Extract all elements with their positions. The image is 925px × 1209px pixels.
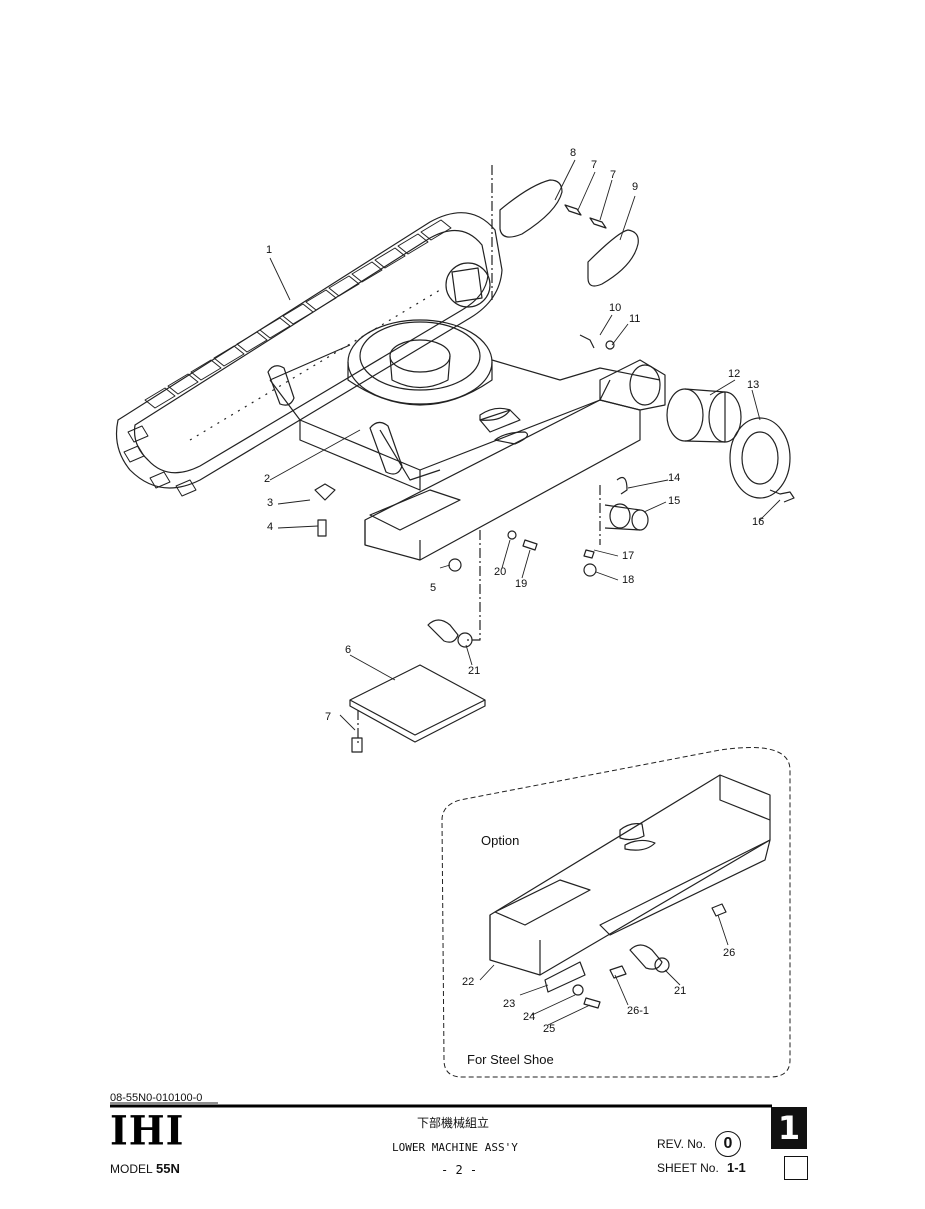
option-title: Option xyxy=(481,833,520,848)
track-covers xyxy=(491,165,639,300)
ihi-logo: IHI xyxy=(110,1106,185,1155)
callout-22: 22 xyxy=(462,976,475,988)
rev-label: REV. No. xyxy=(657,1137,706,1151)
callout-5: 5 xyxy=(430,582,437,594)
sheet-label: SHEET No. xyxy=(657,1161,719,1175)
callout-3: 3 xyxy=(267,497,274,509)
callout-23: 23 xyxy=(503,998,516,1010)
callout-15: 15 xyxy=(668,495,681,507)
under-cover-plate xyxy=(349,664,486,753)
callout-26-1: 26-1 xyxy=(627,1005,650,1017)
callout-14: 14 xyxy=(668,472,681,484)
callout-8: 8 xyxy=(570,147,577,159)
callout-26: 26 xyxy=(723,947,736,959)
callout-18: 18 xyxy=(622,574,635,586)
callout-6: 6 xyxy=(345,644,352,656)
model-value: 55N xyxy=(156,1161,180,1176)
page-number: - 2 - xyxy=(441,1163,478,1177)
drawing-number: 08-55N0-010100-0 xyxy=(110,1092,203,1104)
callout-10: 10 xyxy=(609,302,622,314)
callout-21: 21 xyxy=(468,665,481,677)
callout-19: 19 xyxy=(515,578,528,590)
callout-24: 24 xyxy=(523,1011,536,1023)
callout-21-option: 21 xyxy=(674,985,687,997)
callout-13: 13 xyxy=(747,379,760,391)
small-parts xyxy=(314,483,601,648)
callout-25: 25 xyxy=(543,1023,556,1035)
callout-17: 17 xyxy=(622,550,635,562)
callout-7-plate: 7 xyxy=(325,711,332,723)
callout-7-cover-a: 7 xyxy=(591,159,598,171)
callout-1: 1 xyxy=(266,244,273,256)
callout-11: 11 xyxy=(629,313,641,325)
travel-motor xyxy=(579,334,795,577)
callout-2: 2 xyxy=(264,473,271,485)
callout-16: 16 xyxy=(752,516,765,528)
model-label: MODEL xyxy=(110,1162,153,1176)
callout-9: 9 xyxy=(632,181,639,193)
crawler-track xyxy=(115,212,503,497)
callout-20: 20 xyxy=(494,566,507,578)
section-number-box: 1 xyxy=(771,1107,807,1149)
rev-value: 0 xyxy=(715,1131,741,1157)
blank-check-box xyxy=(784,1156,808,1180)
title-english: LOWER MACHINE ASS'Y xyxy=(392,1141,518,1154)
lower-frame xyxy=(267,319,666,561)
callout-12: 12 xyxy=(728,368,741,380)
option-footer: For Steel Shoe xyxy=(467,1052,554,1067)
title-block-lines xyxy=(110,1102,772,1108)
callout-4: 4 xyxy=(267,521,274,533)
title-japanese: 下部機械組立 xyxy=(417,1116,490,1130)
sheet-value: 1-1 xyxy=(727,1160,746,1175)
leader-lines xyxy=(269,159,781,731)
callout-7-cover-b: 7 xyxy=(610,169,617,181)
option-inset xyxy=(441,747,791,1078)
